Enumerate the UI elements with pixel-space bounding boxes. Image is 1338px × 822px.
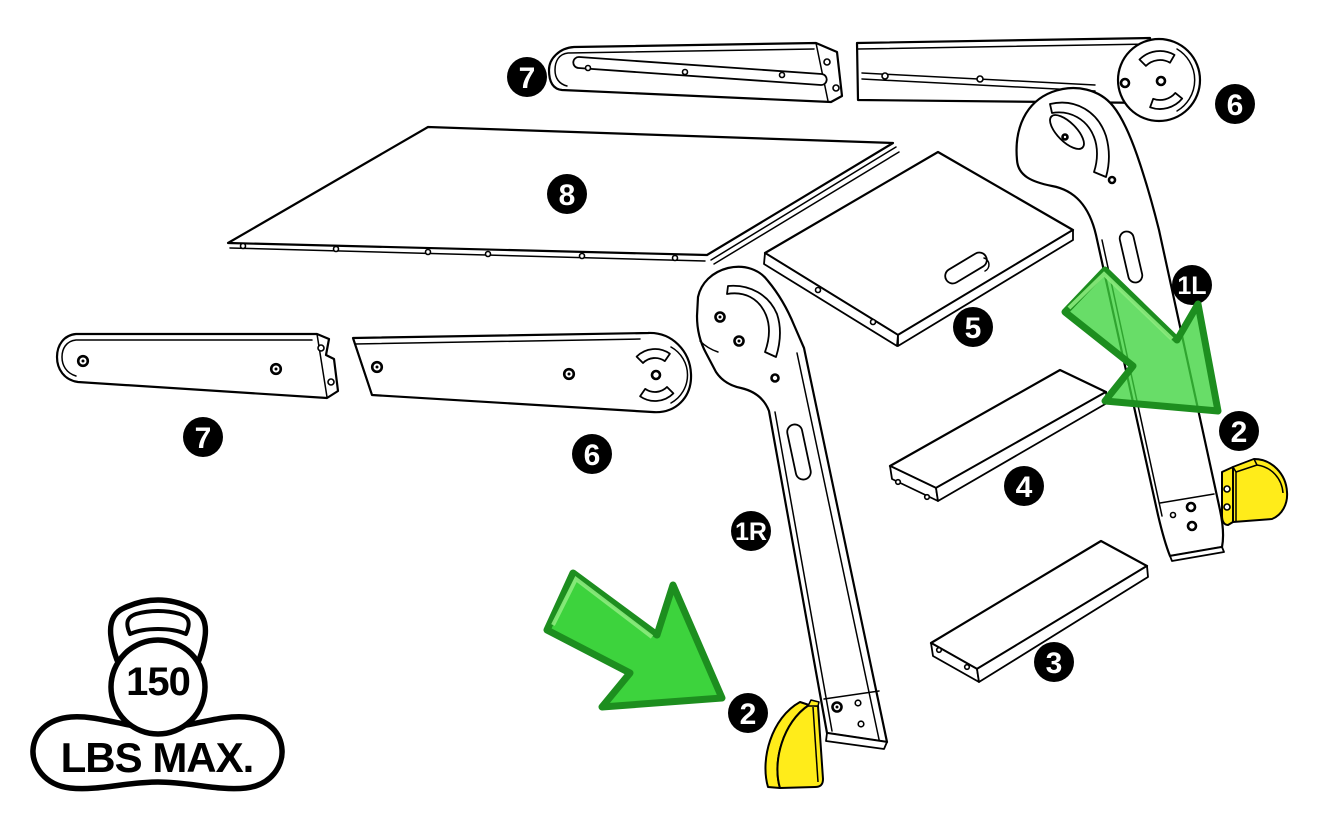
badge-part-7-left: 7 xyxy=(183,417,223,457)
svg-text:3: 3 xyxy=(1046,647,1063,680)
svg-text:2: 2 xyxy=(740,698,757,731)
badge-part-4: 4 xyxy=(1004,466,1044,506)
badge-part-6-left: 6 xyxy=(572,434,612,474)
kettlebell-body xyxy=(108,637,208,737)
svg-text:6: 6 xyxy=(584,439,601,472)
weight-limit-value: 150 xyxy=(126,660,190,704)
badge-part-2-left: 2 xyxy=(728,693,768,733)
weight-limit-icon: 150 LBS MAX. xyxy=(30,597,285,792)
part-7-top-holes xyxy=(584,58,840,92)
part-1r-arc-slot xyxy=(726,284,781,358)
svg-text:2: 2 xyxy=(1231,416,1248,449)
part-2-foot-left xyxy=(764,699,824,789)
svg-text:7: 7 xyxy=(519,62,536,95)
part-1l-oval-slot xyxy=(1049,114,1085,150)
svg-text:1R: 1R xyxy=(735,518,767,546)
part-3-step-slat xyxy=(929,539,1149,683)
weight-limit-unit: LBS MAX. xyxy=(61,734,254,781)
badge-part-7-top: 7 xyxy=(507,57,547,97)
svg-text:8: 8 xyxy=(559,179,576,212)
part-1r-leg xyxy=(695,265,889,750)
badge-part-8: 8 xyxy=(547,174,587,214)
part-6-rail-top-body xyxy=(855,36,1156,105)
part-5-step-panel xyxy=(763,150,1075,347)
part-1l-arc-slot xyxy=(1049,101,1110,178)
part-1r-oblong-slot xyxy=(786,423,812,481)
part-7-rail-top xyxy=(547,41,844,104)
part-8-edge-holes xyxy=(239,242,679,262)
svg-text:5: 5 xyxy=(965,312,982,345)
green-arrow-left xyxy=(543,569,726,711)
part-6-rail-top-cap xyxy=(1116,37,1202,123)
part-6-rail-left xyxy=(351,331,693,414)
part-1r-foot-holes xyxy=(831,699,865,728)
part-2-foot-right xyxy=(1221,458,1289,526)
kettlebell-handle-slot xyxy=(125,609,191,636)
weight-limit-blob xyxy=(30,714,285,792)
svg-text:1L: 1L xyxy=(1177,272,1206,300)
cap-slot xyxy=(635,348,671,364)
svg-text:6: 6 xyxy=(1227,89,1244,122)
cap-slot xyxy=(1149,92,1184,110)
green-arrow-right xyxy=(1061,266,1222,415)
cap-slot xyxy=(1138,50,1176,67)
part-7-slot xyxy=(572,56,828,86)
part-4-step-slat xyxy=(888,368,1108,502)
badge-part-2-right: 2 xyxy=(1219,411,1259,451)
part-1l-foot-holes xyxy=(1169,501,1198,532)
svg-text:7: 7 xyxy=(195,422,212,455)
badge-part-1r: 1R xyxy=(731,511,771,551)
part-7-left-holes xyxy=(76,344,335,386)
part-5-handle-slot xyxy=(944,251,988,285)
part-7-rail-left xyxy=(55,332,340,400)
badge-part-3: 3 xyxy=(1034,642,1074,682)
part-number-badges: 7 6 8 5 7 6 1R 2 xyxy=(183,57,1259,733)
svg-text:4: 4 xyxy=(1016,471,1033,504)
part-1l-oblong-slot xyxy=(1118,230,1144,284)
cap-slot xyxy=(639,386,675,402)
badge-part-1l: 1L xyxy=(1172,265,1212,305)
badge-part-5: 5 xyxy=(953,307,993,347)
badge-part-6-top: 6 xyxy=(1215,84,1255,124)
